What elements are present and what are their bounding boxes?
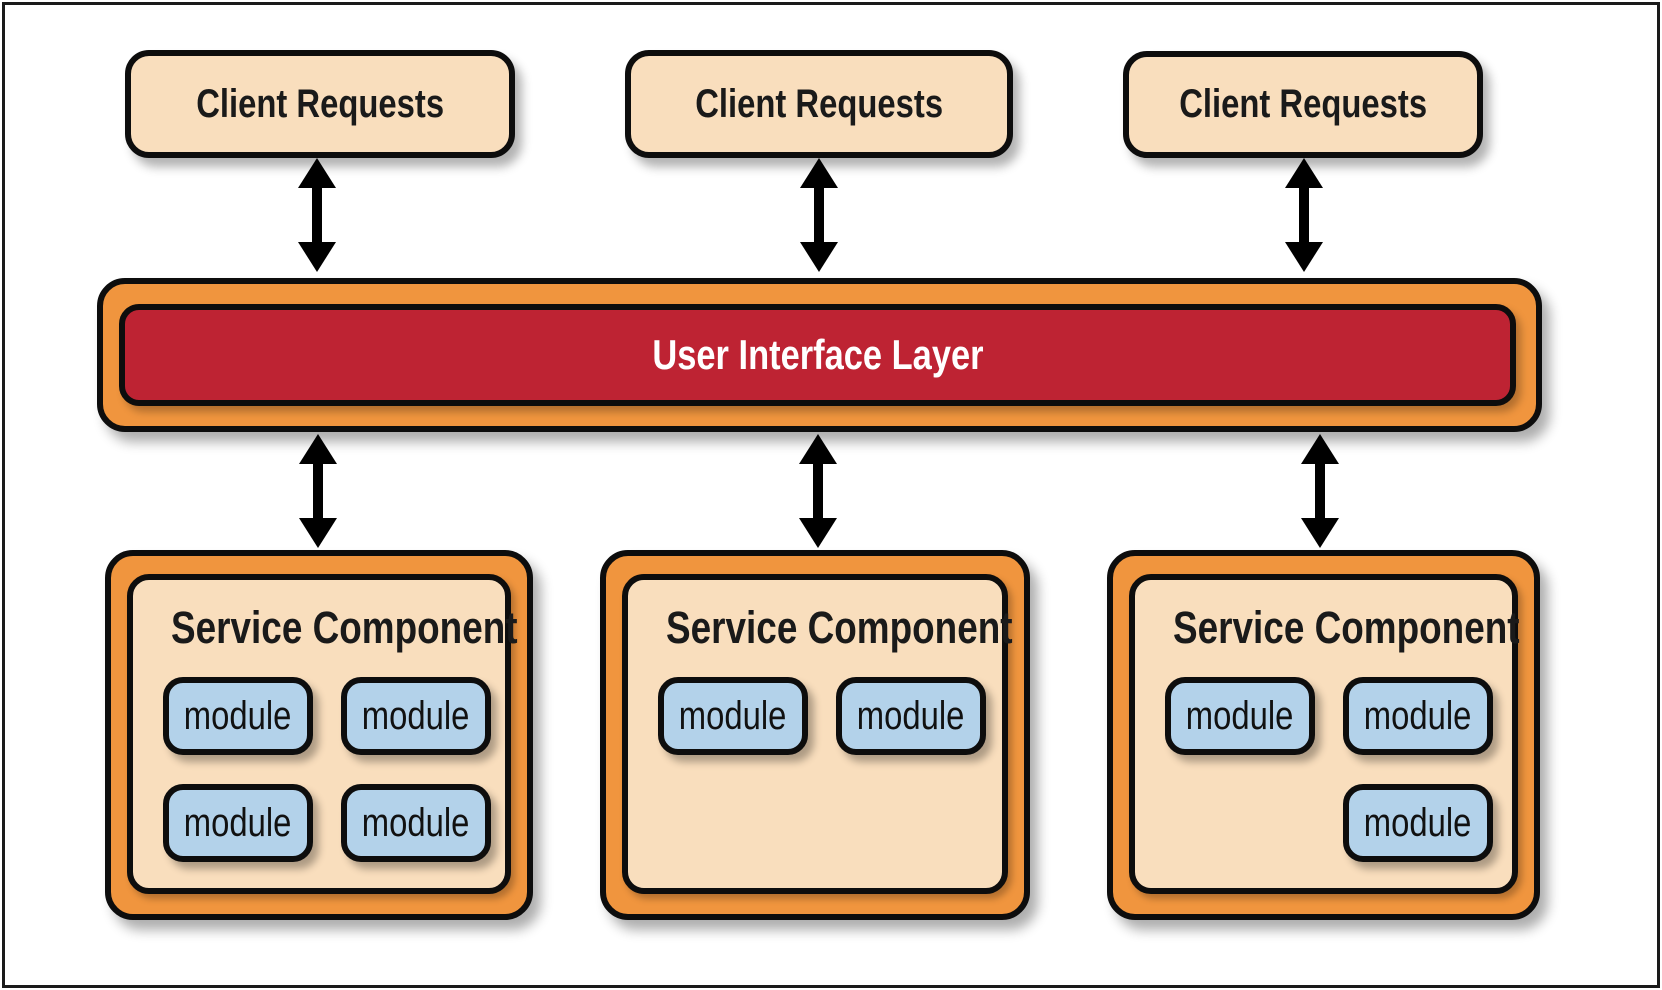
service-component-1: Service Component module module module m… — [105, 550, 533, 920]
bidirectional-arrow-icon — [1300, 434, 1340, 548]
bidirectional-arrow-icon — [1284, 158, 1324, 272]
module-box: module — [163, 784, 313, 862]
service-component-3-body: Service Component module module module — [1129, 574, 1520, 894]
client-requests-box-1: Client Requests — [125, 50, 515, 158]
service-component-title: Service Component — [1173, 602, 1520, 653]
module-box: module — [1165, 677, 1315, 755]
module-box: module — [341, 677, 491, 755]
user-interface-layer-bar: User Interface Layer — [119, 304, 1516, 406]
client-requests-box-2: Client Requests — [625, 50, 1013, 158]
bidirectional-arrow-icon — [799, 158, 839, 272]
module-box: module — [1343, 784, 1493, 862]
bidirectional-arrow-icon — [298, 434, 338, 548]
service-component-3: Service Component module module module — [1107, 550, 1540, 920]
service-component-2-body: Service Component module module — [622, 574, 1013, 894]
module-box: module — [1343, 677, 1493, 755]
module-box: module — [341, 784, 491, 862]
module-box: module — [836, 677, 986, 755]
module-box: module — [658, 677, 808, 755]
service-component-title: Service Component — [171, 602, 518, 653]
service-component-2: Service Component module module — [600, 550, 1030, 920]
service-component-title: Service Component — [666, 602, 1013, 653]
user-interface-layer-label: User Interface Layer — [651, 331, 984, 378]
client-requests-label: Client Requests — [1179, 82, 1427, 126]
bidirectional-arrow-icon — [297, 158, 337, 272]
client-requests-label: Client Requests — [695, 81, 943, 126]
module-box: module — [163, 677, 313, 755]
bidirectional-arrow-icon — [798, 434, 838, 548]
user-interface-layer-container: User Interface Layer — [97, 278, 1542, 432]
service-component-1-body: Service Component module module module m… — [127, 574, 518, 894]
client-requests-box-3: Client Requests — [1123, 51, 1483, 158]
client-requests-label: Client Requests — [196, 81, 444, 126]
